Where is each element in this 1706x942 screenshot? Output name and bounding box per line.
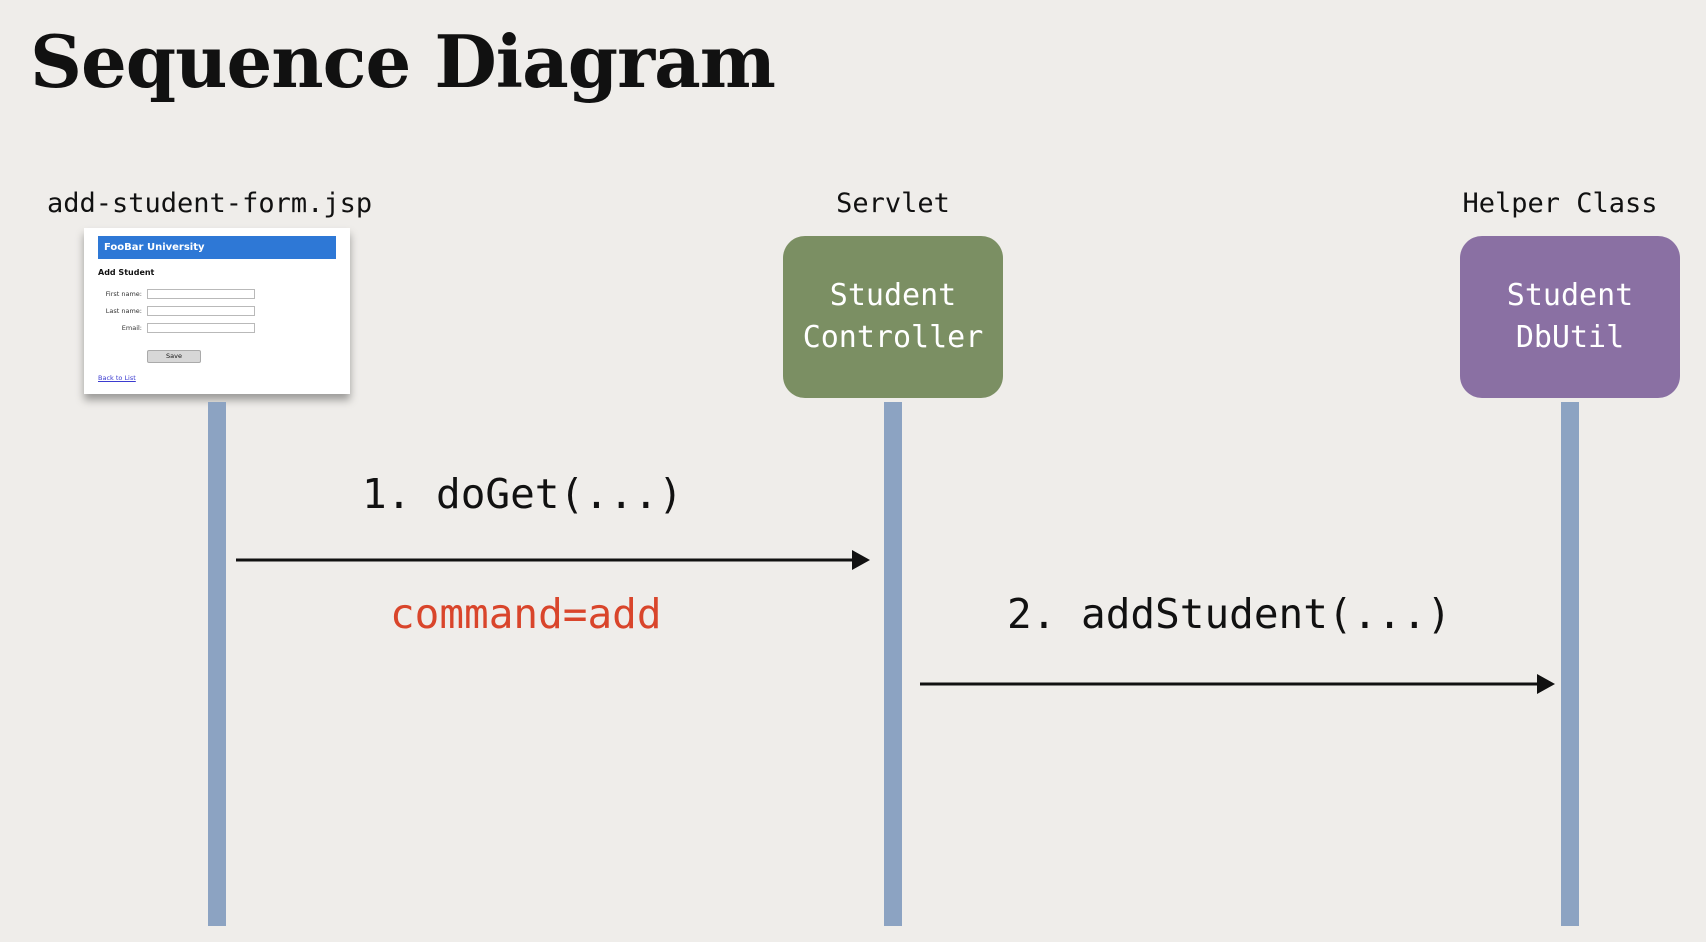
lifeline-dbutil xyxy=(1561,402,1579,926)
participant-label-servlet: Servlet xyxy=(836,188,950,219)
form-field-label: First name: xyxy=(105,290,142,298)
lifeline-controller xyxy=(884,402,902,926)
arrow-doget xyxy=(236,550,870,570)
form-screenshot-thumbnail: FooBar University Add Student First name… xyxy=(84,228,350,394)
form-banner: FooBar University xyxy=(98,236,336,259)
box-line: Controller xyxy=(802,320,984,355)
box-line: DbUtil xyxy=(1515,320,1625,355)
first-name-field xyxy=(147,289,255,299)
message-label-doget: 1. doGet(...) xyxy=(362,470,683,518)
participant-label-helper: Helper Class xyxy=(1462,188,1658,219)
lifeline-jsp xyxy=(208,402,226,926)
form-row-email: Email: xyxy=(84,322,350,334)
participant-label-jsp: add-student-form.jsp xyxy=(47,188,373,219)
student-controller-box: Student Controller xyxy=(783,236,1003,398)
student-dbutil-box: Student DbUtil xyxy=(1460,236,1680,398)
form-field-label: Email: xyxy=(121,324,142,332)
form-field-label: Last name: xyxy=(105,307,142,315)
slide-title: Sequence Diagram xyxy=(30,19,776,104)
last-name-field xyxy=(147,306,255,316)
arrow-addstudent xyxy=(920,674,1555,694)
save-button: Save xyxy=(147,350,201,363)
form-row-last-name: Last name: xyxy=(84,305,350,317)
arrow-head xyxy=(1537,674,1555,694)
box-line: Student xyxy=(1506,278,1634,313)
form-heading: Add Student xyxy=(98,268,155,277)
message-note-command: command=add xyxy=(390,590,662,638)
box-line: Student xyxy=(829,278,957,313)
arrow-head xyxy=(852,550,870,570)
email-field xyxy=(147,323,255,333)
form-row-first-name: First name: xyxy=(84,288,350,300)
message-label-addstudent: 2. addStudent(...) xyxy=(1007,590,1452,638)
back-to-list-link: Back to List xyxy=(98,374,136,382)
